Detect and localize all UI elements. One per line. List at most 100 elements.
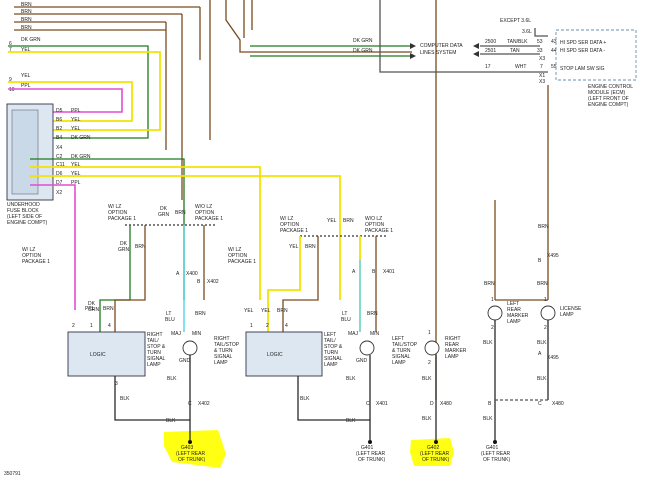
lm-blk2: BLK [537,340,547,346]
fb-pin-2: B2 [56,126,62,132]
rm-label-2: REAR [445,342,459,348]
g403-2: (LEFT REAR [176,451,205,457]
ecm-row2-color: TAN [510,48,520,54]
ll-lt: LT [342,311,347,317]
ecm-sig-1: HI SPD SER DATA + [560,40,606,46]
ecm-sig-3: STOP LAM SW SIG [560,66,605,72]
pin6-label: 6 [9,41,12,47]
opt-wlz1-1: W/ LZ [108,204,121,210]
rl-grn2: GRN [118,247,130,253]
pin10-color: PPL [21,83,31,89]
g402-2: (LEFT REAR [420,451,449,457]
rl-pinB: B [197,279,201,285]
ll-brn2: BRN [305,244,316,250]
lt-sig-5: SIGNAL [324,356,343,362]
right-lamp-label: RIGHT TAIL/STOP & TURN SIGNAL LAMP [214,336,240,366]
fb-pin-1: B6 [56,117,62,123]
ll-yel4: YEL [261,308,271,314]
fb-pin-9: X2 [56,190,62,196]
lm-pinB2: B [488,401,492,407]
lic-pinA: A [538,351,542,357]
dl-color-1: DK GRN [353,38,373,44]
left-sig-label: LEFT TAIL/ STOP & TURN SIGNAL LAMP [324,332,343,368]
g401b-1: G401 [486,445,498,451]
ecm-x-3: X1 [539,73,545,79]
top-wire-label-1: BRN [21,2,32,8]
opt-wlz1-3: PACKAGE 1 [108,216,136,222]
left-marker-lamp [487,305,503,321]
lm-x495: X495 [547,253,559,259]
right-logic-section: W/ LZ OPTION PACKAGE 1 W/O LZ OPTION PAC… [22,204,240,463]
highlight-g402 [410,438,454,466]
top-wire-label-3: BRN [21,17,32,23]
rl-grn: GRN [158,212,170,218]
rl-blk3: BLK [166,418,176,424]
ll-brn4: BRN [367,311,378,317]
top-wire-label-4: BRN [21,25,32,31]
rm-blk2: BLK [422,416,432,422]
rl-dk2: DK [120,241,128,247]
rl-pinC: C [188,401,192,407]
ecm-row2-pina: 33 [537,48,543,54]
lt-sig-1: LEFT [324,332,336,338]
lm-pinB: B [538,258,542,264]
lm-label-1: LEFT [507,301,519,307]
g401a-2: (LEFT REAR [356,451,385,457]
ecm-label-3: (LEFT FRONT OF [588,96,629,102]
top-brown-wires: BRN BRN BRN BRN [14,0,549,400]
left-marker-section: BRN X495 B BRN BRN 1 2 1 2 LEFT REAR MAR… [481,200,582,463]
left-lamp-label: LEFT TAIL/STOP & TURN SIGNAL LAMP [392,336,418,366]
ll-pin4: 4 [285,323,288,329]
fb-color-6: YEL [71,162,81,168]
pin9-color: YEL [21,73,31,79]
lt-sig-2: TAIL/ [324,338,336,344]
ecm-row1-circuit: 2500 [485,39,496,45]
lt-lamp-1: LEFT [392,336,404,342]
fb-pin-6: C11 [56,162,65,168]
lt-lamp-3: & TURN [392,348,411,354]
ll-yel3: YEL [244,308,254,314]
lm-brn1: BRN [484,281,495,287]
ecm-header: EXCEPT 3.6L [500,18,531,24]
rl-dk: DK [160,206,168,212]
license-label-1: LICENSE [560,306,582,312]
g403-1: G403 [181,445,193,451]
g401a-1: G401 [361,445,373,451]
fb-color-0: PPL [71,108,81,114]
fuse-block-pins: D5 PPL B6 YEL B2 YEL B4 DK GRN X4 C2 DK … [56,108,91,196]
g401b-2: (LEFT REAR [481,451,510,457]
fb-pin-8: D7 [56,180,63,186]
left-logic-module [245,331,323,377]
ecm-row2-pinb: 44 [551,48,557,54]
ecm-label-2: MODULE (ECM) [588,90,626,96]
opt-wlz-mid-3: PACKAGE 1 [228,259,256,265]
ecm-row3-circuit: 17 [485,64,491,70]
opt-wlz2-1: W/ LZ [280,216,293,222]
lt-sig-4: TURN [324,350,338,356]
lm-blk4: BLK [483,416,493,422]
opt-wolz1-3: PACKAGE 1 [195,216,223,222]
right-marker-label: RIGHT REAR MARKER LAMP [445,336,467,360]
fb-label-2: FUSE BLOCK [7,208,39,214]
lm-blk1: BLK [483,340,493,346]
rt-sig-1: RIGHT [147,332,163,338]
lic-x495: X495 [547,355,559,361]
ll-blu: BLU [341,317,351,323]
fb-color-2: YEL [71,126,81,132]
ll-brn: BRN [343,218,354,224]
rt-sig-5: SIGNAL [147,356,166,362]
rl-x400: X400 [186,271,198,277]
g401b-3: OF TRUNK) [483,457,510,463]
rl-lt: LT [166,311,171,317]
lm-brn-top: BRN [538,224,549,230]
rl-x402b: X402 [198,401,210,407]
rt-lamp-1: RIGHT [214,336,230,342]
fb-pin-7: D6 [56,171,63,177]
rt-lamp-5: LAMP [214,360,228,366]
pin9-label: 9 [9,77,12,83]
right-logic-label: LOGIC [90,352,106,358]
g402-1: G402 [427,445,439,451]
rl-brn-top: BRN [175,210,186,216]
opt-wolz2-2: OPTION [365,222,385,228]
